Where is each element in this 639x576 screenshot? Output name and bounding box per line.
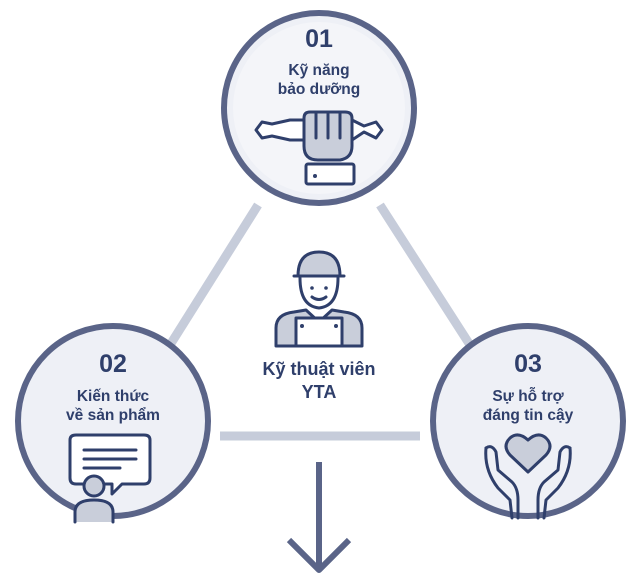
- node-label-line2: bảo dưỡng: [278, 81, 361, 98]
- node-02: 02 Kiến thức về sản phẩm: [15, 323, 211, 524]
- node-03: 03 Sự hỗ trợ đáng tin cậy: [430, 323, 626, 520]
- node-label-line2: về sản phẩm: [66, 407, 160, 424]
- center-label-line2: YTA: [302, 382, 337, 402]
- node-label-line1: Kiến thức: [77, 388, 150, 405]
- connector-lines: [166, 202, 474, 441]
- node-01: 01 Kỹ năng bảo dưỡng: [221, 10, 417, 206]
- wrench-hand-icon: [254, 110, 384, 186]
- chat-person-icon: [68, 433, 152, 524]
- center-label-line1: Kỹ thuật viên: [262, 359, 375, 379]
- node-number: 01: [305, 25, 333, 53]
- down-arrow-icon: [286, 462, 352, 573]
- connector-top-left: [166, 202, 262, 348]
- node-number: 03: [514, 350, 542, 378]
- node-number: 02: [99, 350, 127, 378]
- technician-icon: [274, 250, 364, 348]
- node-label-line2: đáng tin cậy: [483, 407, 574, 424]
- node-label-line1: Sự hỗ trợ: [492, 388, 564, 405]
- node-label-line1: Kỹ năng: [288, 62, 349, 79]
- center-technician: Kỹ thuật viên YTA: [262, 250, 376, 402]
- connector-top-right: [376, 202, 474, 348]
- heart-hands-icon: [484, 433, 572, 520]
